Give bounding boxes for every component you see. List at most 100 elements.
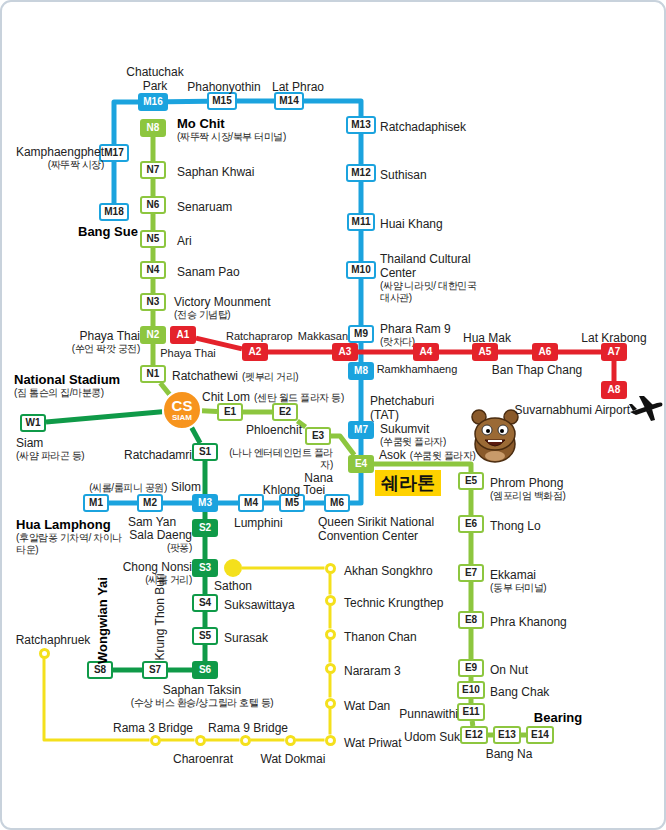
- station-label: Chatuchak Park: [119, 65, 191, 93]
- station-code: M1: [89, 497, 103, 508]
- station-name: Bang Na: [486, 747, 533, 761]
- station-name: Thong Lo: [490, 519, 541, 533]
- station-label: Khlong Toei: [263, 483, 326, 497]
- station-name: Asok: [379, 448, 406, 462]
- rail-line: [151, 248, 156, 261]
- station-label: Siam(싸얌 파라곤 등): [16, 436, 84, 462]
- station-label: Phrom Phong(엠포리엄 백화점): [490, 476, 565, 502]
- station-code: M18: [104, 206, 123, 217]
- station-marker: M13Ratchadaphisek: [346, 116, 375, 134]
- station-label: Huai Khang: [380, 217, 443, 231]
- rail-line: [359, 279, 364, 325]
- station-marker: M3(씨롬/룸피니 공원)Silom: [192, 494, 218, 512]
- rail-line: [168, 668, 192, 673]
- station-code: N7: [147, 164, 160, 175]
- station-code: S5: [199, 630, 211, 641]
- station-label: Phloenchit: [246, 423, 302, 437]
- station-marker: M5Khlong Toei: [279, 494, 305, 512]
- station-name: Nararam 3: [344, 664, 401, 678]
- station-dot: Rama 3 Bridge: [150, 735, 161, 746]
- rail-line: [160, 383, 169, 394]
- rail-line: [203, 512, 208, 519]
- station-marker: E6Thong Lo: [458, 515, 484, 533]
- station-name: Ramkhamhaeng: [377, 363, 458, 376]
- station-code: M12: [351, 167, 370, 178]
- station-marker: M18Bang Sue: [99, 203, 128, 221]
- station-marker: M1Hua Lamphong(후알람퐁 기차역/ 차이나타운): [83, 494, 109, 512]
- station-marker: E9On Nut: [458, 659, 484, 677]
- rail-line: [439, 350, 472, 355]
- rail-line: [206, 739, 240, 742]
- rail-line: [329, 574, 332, 595]
- station-code: M4: [244, 497, 258, 508]
- rail-line: [161, 739, 195, 742]
- station-label: Surasak: [224, 631, 268, 645]
- station-name: Ratchadaphisek: [380, 120, 466, 134]
- station-name: Phrom Phong: [490, 476, 565, 490]
- station-name: Phloenchit: [246, 423, 302, 437]
- station-label: (나나 엔터테인먼트 플라자)Nana: [225, 447, 333, 485]
- station-label: Hua Mak: [463, 331, 511, 345]
- station-code: W1: [26, 417, 41, 428]
- station-name: Chit Lom: [202, 390, 250, 404]
- station-name: Udom Suk: [404, 730, 460, 744]
- station-note: (짐 톰슨의 집/마분콩): [14, 387, 120, 399]
- station-code: E14: [531, 729, 549, 740]
- station-code: E3: [312, 430, 324, 441]
- station-code: E7: [465, 567, 477, 578]
- rail-line: [359, 182, 364, 213]
- rail-line: [46, 412, 162, 422]
- rail-line: [305, 501, 324, 506]
- station-note: (후알람퐁 기차역/ 차이나타운): [16, 532, 128, 556]
- station-code: E8: [465, 614, 477, 625]
- rail-line: [151, 344, 156, 365]
- station-name: Sam Yan: [128, 515, 176, 529]
- station-name: Suvarnabhumi Airport: [515, 403, 630, 417]
- station-code: M17: [104, 147, 123, 158]
- station-name: Saphan Taksin: [131, 683, 274, 697]
- station-name: Wat Dan: [344, 699, 390, 713]
- station-name: Ban Thap Chang: [492, 363, 583, 377]
- station-label: Wat Dokmai: [261, 752, 326, 766]
- station-label: Queen Sirikit National Convention Center: [318, 515, 438, 543]
- station-marker: M8Phetchaburi(TAT): [348, 362, 374, 380]
- station-label: Ratchadamri: [124, 448, 192, 462]
- station-code: M6: [330, 497, 344, 508]
- station-code: S7: [149, 664, 161, 675]
- rail-line: [203, 461, 208, 494]
- station-label: On Nut: [490, 663, 528, 677]
- station-note: (펫부리 거리): [242, 371, 298, 382]
- station-name: Wat Priwat: [344, 736, 402, 750]
- station-code: A4: [420, 346, 433, 357]
- station-label: Thanon Chan: [344, 630, 417, 644]
- station-code: A7: [608, 346, 621, 357]
- station-name: Charoenrat: [173, 752, 233, 766]
- station-marker: M15Phahonyothin: [207, 92, 236, 110]
- station-marker: M10Thailand Cultural Center(싸얌 니라밋/ 대한민국…: [346, 261, 375, 279]
- station-label: Udom Suk: [404, 730, 460, 744]
- station-code: M9: [354, 328, 368, 339]
- station-label: Nararam 3: [344, 664, 401, 678]
- station-name: Phara Ram 9: [380, 322, 451, 336]
- station-name: Lat Phrao: [272, 80, 324, 94]
- station-note: (짜뚜짝 시장/북부 터미널): [177, 131, 286, 143]
- station-code: N5: [147, 233, 160, 244]
- station-name: Chatuchak Park: [119, 65, 191, 93]
- station-marker: M11Huai Khang: [347, 213, 376, 231]
- station-name: Sanam Pao: [177, 265, 240, 279]
- station-label: Sathon: [214, 579, 252, 593]
- station-marker: W1National Stadium(짐 톰슨의 집/마분콩): [20, 414, 46, 432]
- station-label: Ekkamai(동부 터미널): [490, 568, 546, 594]
- station-marker: S2Sala Daeng(팟퐁): [192, 519, 218, 537]
- station-code: A1: [177, 329, 190, 340]
- station-dot: Wat Dan: [325, 698, 336, 709]
- station-label: Ratchathewi(펫부리 거리): [172, 369, 298, 383]
- station-label: Kamphaengphet(짜뚜짝 시장): [16, 145, 104, 171]
- rail-line: [329, 640, 332, 663]
- station-name: Victory Mounment: [174, 295, 271, 309]
- station-label: Sala Daeng(팟퐁): [129, 528, 192, 554]
- station-note: (팟퐁): [129, 542, 192, 554]
- station-code: S3: [199, 562, 211, 573]
- rail-line: [329, 709, 332, 735]
- station-code: N2: [147, 329, 160, 340]
